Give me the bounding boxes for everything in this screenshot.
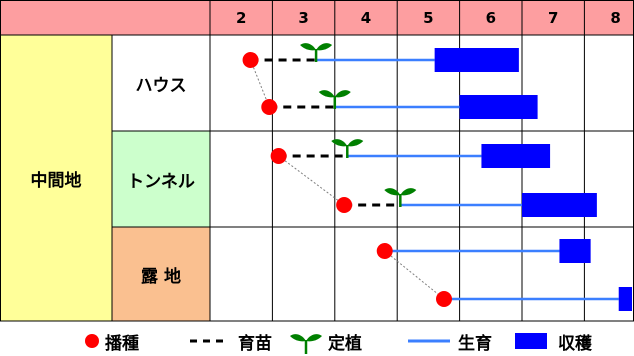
- sowing-connector: [384, 250, 445, 300]
- seedling-icon: [318, 90, 351, 109]
- sowing-dot: [336, 197, 353, 213]
- legend-transplant: 定植: [288, 326, 362, 356]
- legend-nursery-label: 育苗: [238, 333, 272, 354]
- legend-sowing-label: 播種: [105, 333, 139, 354]
- harvest-block: [522, 193, 597, 217]
- sowing-connector: [250, 59, 270, 108]
- category-label-tunnel: トンネル: [127, 171, 195, 192]
- seedling-icon: [331, 139, 364, 158]
- grid-lines: [0, 0, 634, 322]
- month-label-3: 3: [298, 8, 309, 27]
- legend-growth-label: 生育: [458, 333, 492, 354]
- seedling-icon: [290, 334, 322, 354]
- sowing-dot-icon: [85, 334, 99, 348]
- month-label-2: 2: [235, 8, 247, 27]
- header-row-bg: [0, 0, 634, 35]
- harvest-block: [459, 95, 538, 119]
- month-label-8: 8: [610, 8, 621, 27]
- legend: 播種 育苗 定植 生育 収穫: [0, 326, 634, 356]
- sowing-dot: [242, 52, 259, 68]
- legend-harvest-label: 収穫: [558, 333, 592, 354]
- harvest-block: [434, 48, 519, 72]
- harvest-block: [481, 144, 551, 168]
- harvest-block-icon: [515, 333, 547, 349]
- growth-line-icon: [408, 339, 450, 343]
- seedling-icon: [384, 188, 417, 207]
- harvest-block: [618, 287, 632, 311]
- schedule-layer: [242, 43, 632, 311]
- legend-harvest: 収穫: [514, 326, 592, 356]
- month-label-7: 7: [547, 8, 559, 27]
- region-cell-bg: [0, 35, 112, 321]
- legend-growth: 生育: [406, 326, 492, 356]
- harvest-block: [559, 239, 591, 263]
- category-cell-bg: [112, 227, 210, 321]
- sowing-connector: [278, 155, 345, 206]
- sowing-dot: [261, 99, 278, 115]
- schedule-chart: [0, 0, 634, 322]
- legend-sowing: 播種: [84, 326, 139, 356]
- category-label-house: ハウス: [135, 75, 187, 96]
- category-label-open: 露 地: [141, 266, 181, 287]
- seedling-icon: [300, 43, 333, 62]
- month-label-6: 6: [485, 8, 496, 27]
- legend-nursery: 育苗: [188, 326, 272, 356]
- category-cell-bg: [112, 35, 210, 131]
- month-label-4: 4: [360, 8, 372, 27]
- category-cell-bg: [112, 131, 210, 227]
- sowing-dot: [376, 243, 393, 259]
- grid-area-bg: [210, 35, 634, 321]
- region-label: 中間地: [30, 170, 82, 191]
- dashed-line-icon: [190, 339, 228, 343]
- month-label-5: 5: [423, 8, 434, 27]
- sowing-dot: [436, 291, 452, 307]
- sowing-dot: [270, 148, 287, 164]
- legend-transplant-label: 定植: [328, 333, 362, 354]
